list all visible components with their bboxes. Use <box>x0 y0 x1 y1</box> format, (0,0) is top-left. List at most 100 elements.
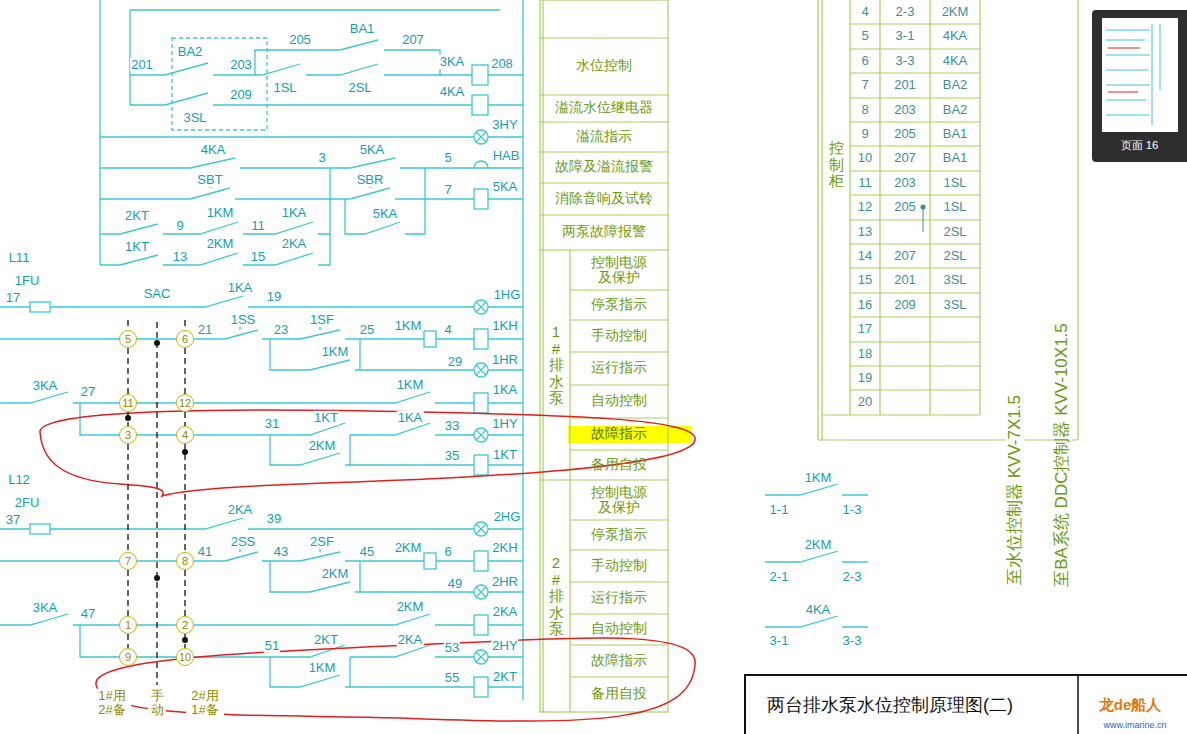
label: 47 <box>80 607 96 621</box>
red-ellipse <box>40 410 695 496</box>
label: 19 <box>266 290 282 304</box>
label: 205 <box>893 127 917 141</box>
label: 2SL <box>942 225 967 239</box>
label: 8 <box>860 103 869 117</box>
label: 2-1 <box>769 570 790 584</box>
wire <box>100 168 523 234</box>
terminal-number: 10 <box>179 652 191 663</box>
label: BA1 <box>349 22 376 36</box>
label: 2KT <box>313 633 339 647</box>
label: L11 <box>8 251 31 265</box>
table-cell-text: 控制电源及保护 <box>588 485 650 516</box>
selector-link <box>127 348 128 394</box>
label: BA1 <box>942 127 969 141</box>
table-cell-text: 控制柜 <box>829 140 844 190</box>
label: 49 <box>447 577 463 591</box>
label: 31 <box>264 417 280 431</box>
title-block <box>745 675 1187 734</box>
label: 1-1 <box>769 503 790 517</box>
label: 45 <box>359 545 375 559</box>
label: BA2 <box>942 103 969 117</box>
label: 4KA <box>200 143 227 157</box>
label: 6 <box>443 545 452 559</box>
wire <box>100 136 523 137</box>
wire <box>130 40 523 75</box>
label: 203 <box>229 58 253 72</box>
coil-symbol <box>472 95 488 115</box>
label: 208 <box>490 57 514 71</box>
label: 2SS <box>230 535 257 549</box>
selector-link <box>184 348 185 394</box>
label: 2KM <box>321 567 350 581</box>
label: 2HR <box>491 575 519 589</box>
label: 201 <box>893 273 917 287</box>
label: 1HG <box>493 288 522 302</box>
label: 1SL <box>942 176 967 190</box>
function-table <box>540 0 668 712</box>
label: 5 <box>860 29 869 43</box>
label: 209 <box>229 88 253 102</box>
label: 3SL <box>182 111 207 125</box>
table-cell-text: 手动控制 <box>590 328 648 343</box>
label: 205 <box>893 200 917 214</box>
selector-dashed-line <box>128 320 185 685</box>
label: 1KM <box>396 378 425 392</box>
terminal-circle: 2 <box>176 616 194 634</box>
label: 1KM <box>308 661 337 675</box>
label: 2KM <box>396 600 425 614</box>
terminal-circle: 8 <box>176 552 194 570</box>
thumbnail-lines <box>1108 48 1140 92</box>
label: HAB <box>492 149 521 163</box>
wire <box>100 234 330 265</box>
dot <box>154 340 160 346</box>
label: 14 <box>857 249 873 263</box>
label: 5KA <box>372 207 399 221</box>
label: 11 <box>857 176 873 190</box>
highlight-band <box>568 426 692 443</box>
thumbnail-page <box>1102 18 1178 132</box>
label: 1KT <box>313 411 339 425</box>
thumbnail-panel <box>1092 10 1187 162</box>
label: SBT <box>196 173 223 187</box>
label: 17 <box>5 291 21 305</box>
table-cell-text: 水位控制 <box>575 58 633 73</box>
red-annotation <box>40 410 695 721</box>
label: 3-3 <box>842 634 863 648</box>
label: 2FU <box>14 496 41 510</box>
label: 35 <box>444 449 460 463</box>
label: 2HG <box>493 510 522 524</box>
table-cell-text: 故障及溢流报警 <box>554 159 654 174</box>
label: 3KA <box>32 601 59 615</box>
table-cell-text: 停泵指示 <box>590 527 648 542</box>
table-grid <box>818 0 1078 440</box>
terminal-circle: 9 <box>119 648 137 666</box>
label: 1KH <box>491 319 518 333</box>
label: 3-1 <box>769 634 790 648</box>
label: 2KM <box>941 5 970 19</box>
table-cell-text: 故障指示 <box>590 653 648 668</box>
terminal-number: 8 <box>182 556 188 567</box>
label: 2SL <box>942 249 967 263</box>
label: 2SF <box>309 535 335 549</box>
label: 207 <box>893 249 917 263</box>
label: 2KM <box>394 541 423 555</box>
label: 4KA <box>942 29 969 43</box>
label: BA2 <box>942 78 969 92</box>
dashed-frame <box>172 38 267 130</box>
label: 龙de船人 <box>1098 697 1163 714</box>
title-text: 两台排水泵水位控制原理图(二) <box>767 693 1013 717</box>
selector-link <box>127 444 128 552</box>
junction-line <box>923 207 924 232</box>
selector-link <box>127 412 128 426</box>
label: 207 <box>893 151 917 165</box>
label: 205 <box>288 33 312 47</box>
label: 13 <box>857 225 873 239</box>
label: 37 <box>5 513 21 527</box>
table-cell-text: 停泵指示 <box>590 297 648 312</box>
bell-symbol <box>474 161 488 168</box>
label: 39 <box>266 512 282 526</box>
lamp-symbol <box>474 130 488 144</box>
label: 7 <box>443 183 452 197</box>
table-cell-text: 运行指示 <box>590 360 648 375</box>
label: 1SL <box>272 81 297 95</box>
